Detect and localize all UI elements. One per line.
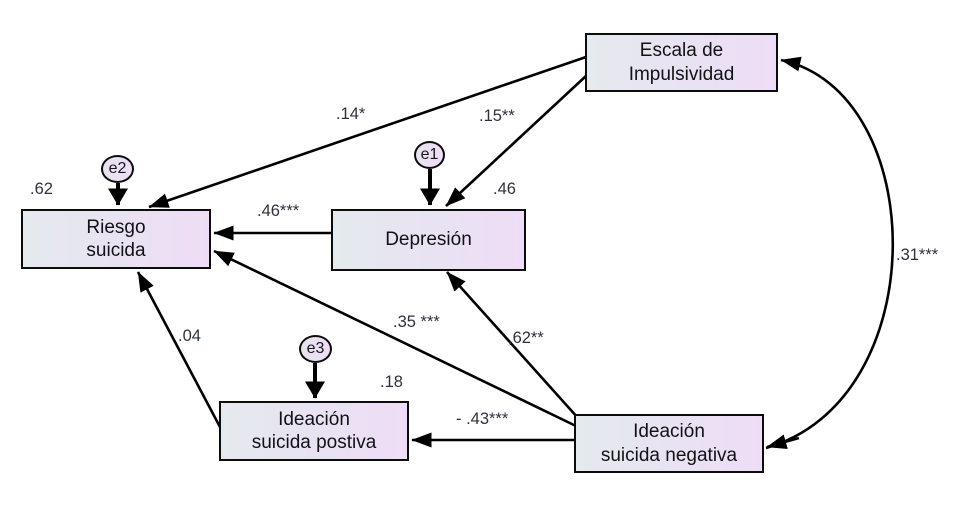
arrow-escala-to-depresion	[445, 75, 587, 207]
node-depresion: Depresión	[331, 209, 526, 271]
arrow-positiva-to-riesgo	[136, 271, 222, 428]
arrow-negativa-to-riesgo	[213, 249, 577, 428]
node-riesgo-suicida: Riesgo suicida	[21, 209, 211, 269]
arrow-escala-to-riesgo	[148, 55, 587, 209]
variance-label-depresion: .46	[493, 180, 516, 198]
path-label-negativa-positiva: - .43***	[456, 410, 509, 428]
node-escala-de-impulsividad: Escala de Impulsividad	[585, 33, 778, 92]
error-term-e3: e3	[299, 335, 332, 363]
covariance-label-escala-negativa: .31***	[896, 246, 939, 264]
variance-label-riesgo: .62	[30, 180, 53, 198]
path-label-depresion-riesgo: .46***	[257, 202, 300, 220]
covariance-curve-arrowhead	[766, 434, 800, 449]
variance-label-positiva: .18	[380, 373, 403, 391]
error-term-e1: e1	[414, 141, 445, 169]
path-label-negativa-depresion: ,62**	[508, 329, 544, 347]
node-ideacion-suicida-negativa: Ideación suicida negativa	[574, 414, 764, 473]
covariance-curve-escala-negativa	[765, 56, 895, 450]
path-label-positiva-riesgo: .04	[178, 327, 201, 345]
path-label-negativa-riesgo: .35 ***	[393, 313, 440, 331]
path-label-escala-riesgo: .14*	[336, 105, 366, 123]
path-label-escala-depresion: .15**	[479, 107, 515, 125]
error-term-e2: e2	[101, 155, 134, 183]
arrow-negativa-to-depresion	[446, 271, 579, 419]
node-ideacion-suicida-postiva: Ideación suicida postiva	[219, 401, 409, 461]
